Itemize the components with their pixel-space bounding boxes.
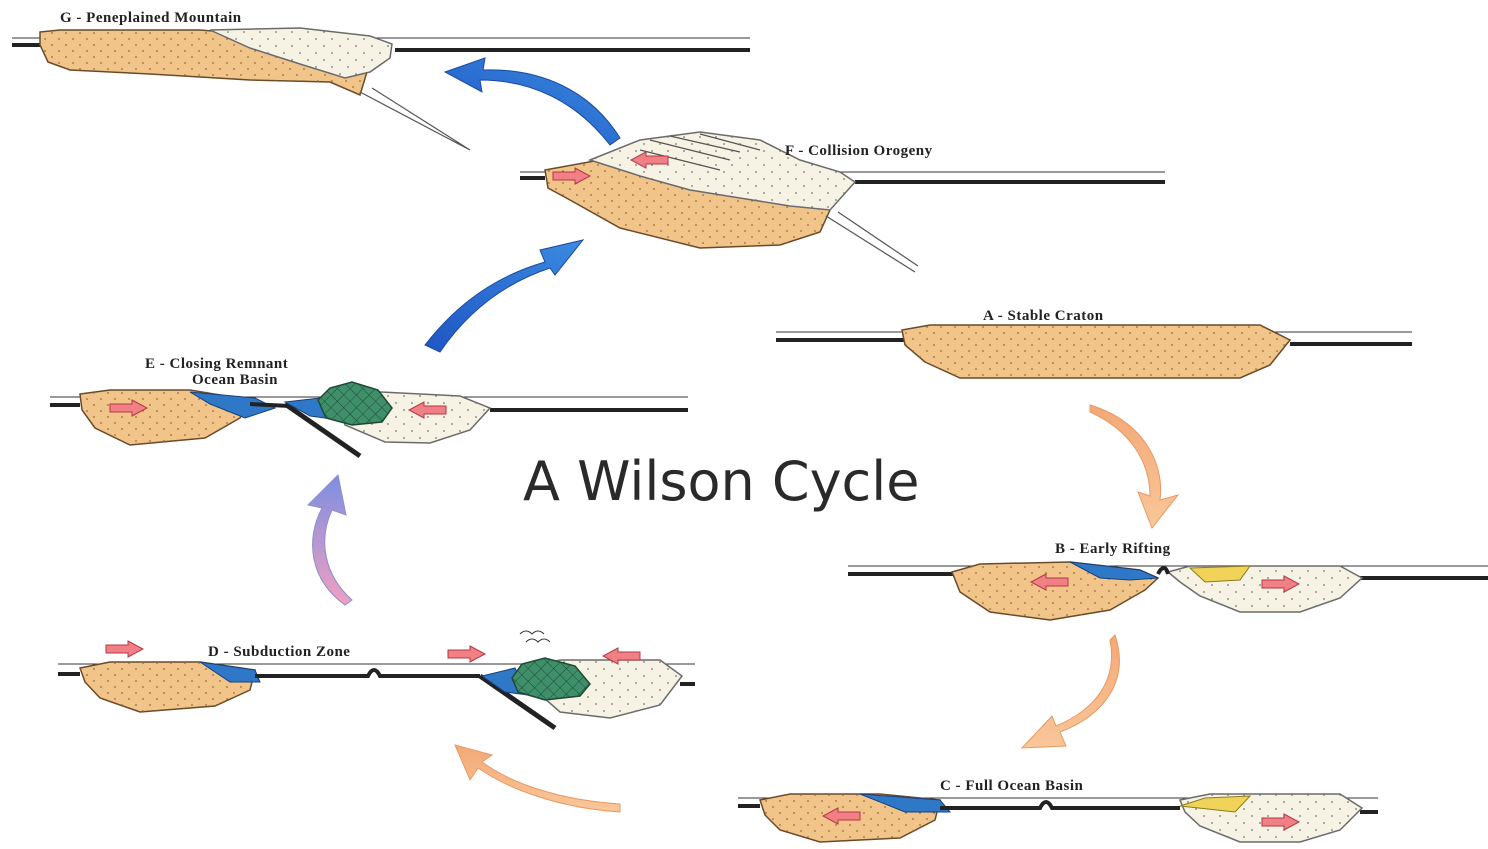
cycle-arrow-d-to-e <box>308 475 352 605</box>
stage-f-label: F - Collision Orogeny <box>785 143 933 159</box>
stage-e-closing-remnant-ocean-basin: E - Closing Remnant Ocean Basin <box>50 356 688 456</box>
stage-e-label-line1: E - Closing Remnant <box>145 356 288 372</box>
stage-d-subduction-zone: D - Subduction Zone <box>58 631 695 728</box>
push-arrow-d-left-1 <box>106 641 143 657</box>
stage-f-collision-orogeny: F - Collision Orogeny <box>520 132 1165 272</box>
stage-b-label: B - Early Rifting <box>1055 541 1171 557</box>
cycle-arrow-a-to-b <box>1090 405 1178 528</box>
push-arrow-d-mid <box>448 646 485 662</box>
stage-g-peneplained-mountain: G - Peneplained Mountain <box>12 10 750 150</box>
stage-a-stable-craton: A - Stable Craton <box>776 308 1412 378</box>
stage-c-label: C - Full Ocean Basin <box>940 778 1084 794</box>
cycle-arrow-c-to-d <box>455 745 620 812</box>
stage-d-label: D - Subduction Zone <box>208 644 350 660</box>
stage-g-label: G - Peneplained Mountain <box>60 10 242 26</box>
cycle-arrow-b-to-c <box>1022 635 1119 748</box>
cycle-arrow-e-to-f <box>425 240 583 352</box>
stage-a-label: A - Stable Craton <box>983 308 1104 324</box>
diagram-title: A Wilson Cycle <box>523 450 919 513</box>
stage-e-label-line2: Ocean Basin <box>192 372 278 388</box>
stage-b-early-rifting: B - Early Rifting <box>848 541 1488 620</box>
stage-c-full-ocean-basin: C - Full Ocean Basin <box>738 778 1378 842</box>
cycle-arrow-f-to-g <box>445 58 620 145</box>
